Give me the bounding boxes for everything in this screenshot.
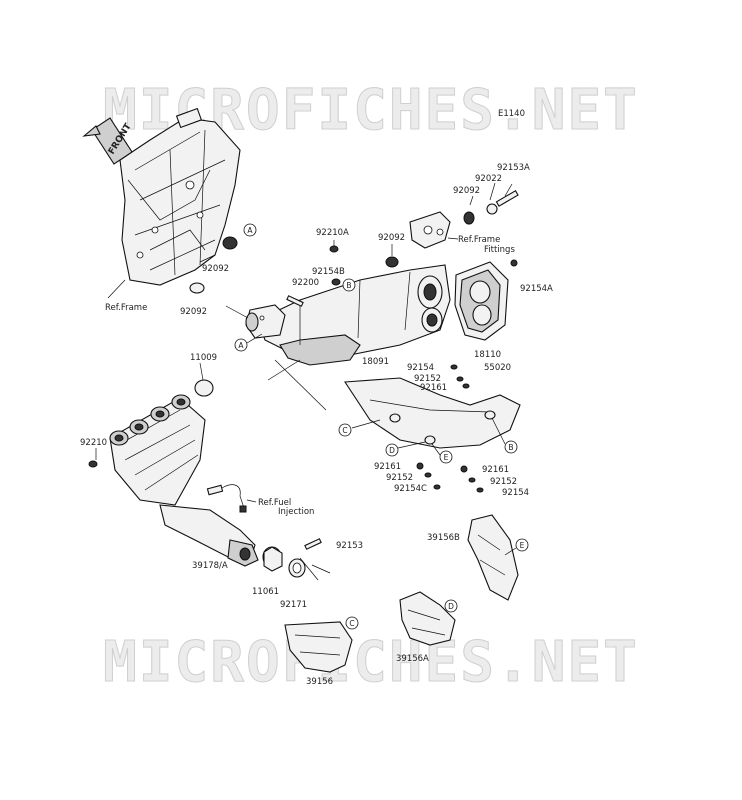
- part-number-18110: 18110: [474, 350, 501, 360]
- svg-text:E: E: [444, 453, 449, 462]
- part-number-92161: 92161: [374, 462, 401, 472]
- callout-a-muffler: A: [234, 338, 248, 352]
- callout-d-shield: D: [444, 599, 458, 613]
- muffler-body: [225, 264, 451, 411]
- part-number-39156a: 39156A: [396, 654, 429, 664]
- callout-c-shield: C: [345, 616, 359, 630]
- part-number-39156b: 39156B: [427, 533, 460, 543]
- part-number-92092: 92092: [202, 264, 229, 274]
- part-number-92154: 92154: [502, 488, 529, 498]
- part-number-92092: 92092: [180, 307, 207, 317]
- callout-d-cover: D: [385, 443, 399, 457]
- svg-text:E: E: [520, 541, 525, 550]
- frame-illustration: FRONT: [82, 107, 241, 299]
- part-number-39156: 39156: [306, 677, 333, 687]
- part-number-92161: 92161: [482, 465, 509, 475]
- part-number-39178a: 39178/A: [192, 561, 228, 571]
- callout-b-cover: B: [504, 440, 518, 454]
- part-number-92153: 92153: [336, 541, 363, 551]
- part-number-92022: 92022: [475, 174, 502, 184]
- part-number-92200: 92200: [292, 278, 319, 288]
- part-number-18091: 18091: [362, 357, 389, 367]
- part-number-92154c: 92154C: [394, 484, 427, 494]
- svg-text:D: D: [389, 446, 395, 455]
- ref-frame-label: Ref.Frame: [105, 303, 147, 313]
- ref-frame-fittings-label-2: Fittings: [484, 245, 515, 255]
- ref-fuel-injection-label: Ref.Fuel: [258, 498, 291, 508]
- part-number-92171: 92171: [280, 600, 307, 610]
- muffler-end-cap: [454, 259, 518, 341]
- svg-text:B: B: [346, 281, 351, 290]
- heat-shield-39156b: [467, 514, 519, 601]
- part-number-92092: 92092: [378, 233, 405, 243]
- part-number-92154a: 92154A: [520, 284, 553, 294]
- svg-text:A: A: [238, 341, 244, 350]
- callout-c-cover: C: [338, 423, 352, 437]
- callout-e-shield: E: [515, 538, 529, 552]
- svg-text:D: D: [448, 602, 454, 611]
- svg-text:C: C: [342, 426, 347, 435]
- part-number-11061: 11061: [252, 587, 279, 597]
- exhaust-bracket: [409, 182, 519, 249]
- heat-cover: [344, 377, 521, 449]
- bolt-92200: [286, 295, 304, 307]
- part-number-92154b: 92154B: [312, 267, 345, 277]
- heat-shield-39156: [284, 621, 353, 673]
- callout-e-cover: E: [439, 450, 453, 464]
- svg-text:A: A: [247, 226, 253, 235]
- heat-shield-39156a: [399, 591, 456, 646]
- part-number-92152: 92152: [386, 473, 413, 483]
- svg-text:C: C: [349, 619, 354, 628]
- watermark-bottom: MICROFICHES.NET: [103, 630, 639, 696]
- header-pipes: [88, 379, 259, 567]
- diagram-code: E1140: [498, 109, 525, 119]
- part-number-55020: 55020: [484, 363, 511, 373]
- part-number-92210a: 92210A: [316, 228, 349, 238]
- part-number-92210: 92210: [80, 438, 107, 448]
- part-number-11009: 11009: [190, 353, 217, 363]
- part-number-92092: 92092: [453, 186, 480, 196]
- callout-a-frame: A: [243, 223, 257, 237]
- svg-text:B: B: [508, 443, 513, 452]
- part-number-92154: 92154: [407, 363, 434, 373]
- part-number-92161: 92161: [420, 383, 447, 393]
- callout-b-muffler: B: [342, 278, 356, 292]
- part-number-92152: 92152: [490, 477, 517, 487]
- part-number-92153a: 92153A: [497, 163, 530, 173]
- ref-fuel-injection-label-2: Injection: [278, 507, 314, 517]
- ref-frame-fittings-label: Ref.Frame: [458, 235, 500, 245]
- part-number-92152: 92152: [414, 374, 441, 384]
- exhaust-clamp: [262, 538, 331, 581]
